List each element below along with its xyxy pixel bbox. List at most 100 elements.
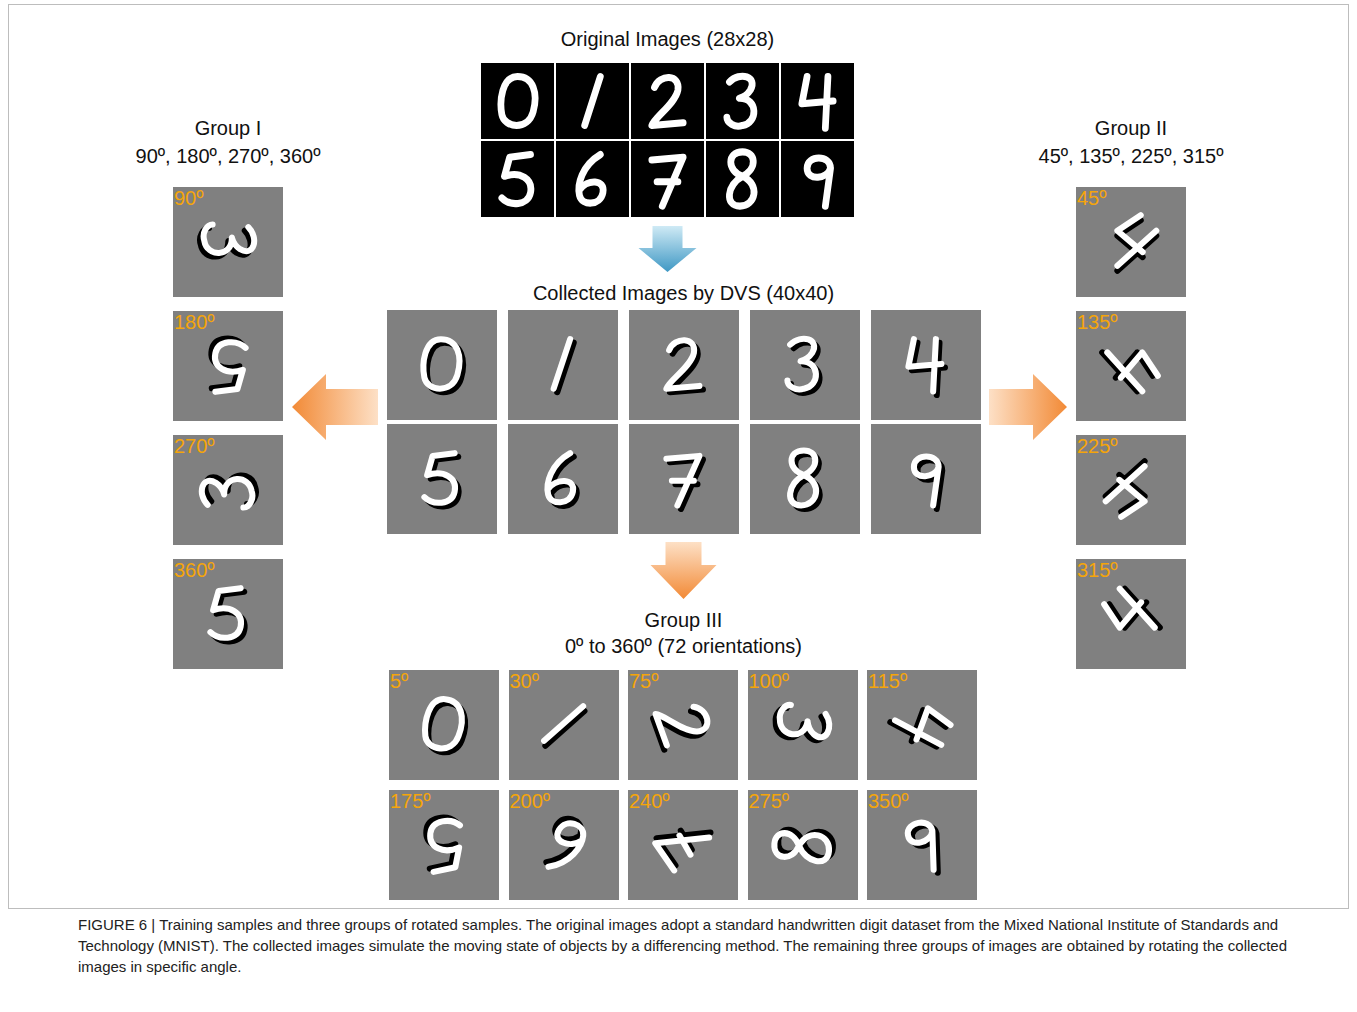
image-panel: Group III0º to 360º (72 orientations) 5º 3… xyxy=(382,603,985,901)
digit-on-edge xyxy=(1102,460,1162,520)
digit-on-edge xyxy=(773,831,830,862)
digit-stroke xyxy=(585,77,601,126)
digit-stroke xyxy=(501,77,535,126)
image-tile: 175º xyxy=(389,790,499,900)
tile-ground xyxy=(387,310,497,420)
heading-text: Collected Images by DVS (40x40) xyxy=(382,280,985,306)
angle-label-box: 360º xyxy=(173,559,283,581)
digit-on-edge xyxy=(790,450,816,505)
digit-image xyxy=(629,310,739,420)
group-heading: Group I90º, 180º, 270º, 360º xyxy=(136,114,321,170)
digit-image xyxy=(556,63,629,139)
angle-label: 5º xyxy=(389,670,408,692)
angle-label: 200º xyxy=(509,790,551,812)
digit-group xyxy=(200,224,254,256)
angle-label-box: 315º xyxy=(1076,559,1186,581)
digit-image xyxy=(387,424,497,534)
tile-ground xyxy=(481,141,554,217)
tile-ground xyxy=(389,790,499,900)
digit-stroke xyxy=(727,76,754,126)
digit-group xyxy=(772,703,831,744)
digit-group xyxy=(652,702,712,751)
digit-group xyxy=(654,814,718,872)
digit-on-edge xyxy=(1101,335,1161,395)
tile-ground xyxy=(748,670,858,780)
digit-stroke xyxy=(652,78,683,126)
tile-ground xyxy=(173,311,283,421)
digit-image xyxy=(781,63,854,139)
digit-off-edge xyxy=(910,824,943,876)
angle-label-box: 225º xyxy=(1076,435,1186,457)
angle-label: 75º xyxy=(628,670,659,692)
image-tile: 240º xyxy=(628,790,738,900)
angle-label-box: 240º xyxy=(628,790,738,812)
digit-image xyxy=(631,141,704,217)
digit-on-edge xyxy=(423,339,459,389)
digit-image xyxy=(871,424,981,534)
heading-text: 90º, 180º, 270º, 360º xyxy=(136,142,321,170)
image-panel: Collected Images by DVS (40x40) xyxy=(382,276,985,538)
digit-group xyxy=(914,457,942,509)
digit-stroke xyxy=(802,77,833,129)
image-tile: 115º xyxy=(867,670,977,780)
group-heading: Collected Images by DVS (40x40) xyxy=(382,280,985,306)
digit-group xyxy=(906,820,943,877)
image-tile: 225º xyxy=(1076,435,1186,545)
digit-on-edge xyxy=(215,342,246,392)
digit-image xyxy=(556,141,629,217)
image-tile: 45º xyxy=(1076,187,1186,297)
digit-group xyxy=(773,828,834,863)
digit-on-edge xyxy=(424,453,455,503)
digit-on-edge xyxy=(666,340,699,388)
tile-ground xyxy=(628,790,738,900)
image-tile: 30º xyxy=(509,670,619,780)
angle-label-box: 45º xyxy=(1076,187,1186,209)
angle-label-box: 175º xyxy=(389,790,499,812)
image-panel: Original Images (28x28) xyxy=(470,22,865,222)
digit-on-edge xyxy=(544,698,583,749)
image-tile: 275º xyxy=(748,790,858,900)
digit-group xyxy=(210,588,244,641)
angle-label: 30º xyxy=(509,670,540,692)
tile-ground xyxy=(508,424,618,534)
digit-group xyxy=(542,698,586,754)
digit-group xyxy=(547,453,576,506)
heading-text: Group III xyxy=(382,607,985,633)
angle-label-box: 115º xyxy=(867,670,977,692)
digit-group xyxy=(425,816,464,872)
digit-image xyxy=(508,310,618,420)
group-heading: Group III0º to 360º (72 orientations) xyxy=(382,607,985,659)
angle-label-box: 90º xyxy=(173,187,283,209)
digit-on-edge xyxy=(429,820,464,872)
tile-ground xyxy=(781,141,854,217)
digit-on-edge xyxy=(545,820,586,875)
image-tile: 135º xyxy=(1076,311,1186,421)
image-tile: 100º xyxy=(748,670,858,780)
digit-group xyxy=(1096,332,1161,397)
digit-image xyxy=(481,63,554,139)
image-tile: 315º xyxy=(1076,559,1186,669)
block-arrow xyxy=(989,374,1067,440)
tile-ground xyxy=(481,63,554,139)
angle-label: 90º xyxy=(173,187,204,209)
digit-image xyxy=(631,63,704,139)
angle-label-box: 350º xyxy=(867,790,977,812)
angle-label-box: 135º xyxy=(1076,311,1186,333)
image-tile: 90º xyxy=(173,187,283,297)
digit-image xyxy=(781,141,854,217)
digit-on-edge xyxy=(554,339,571,389)
tile-ground xyxy=(629,424,739,534)
heading-text: Group II xyxy=(1039,114,1224,142)
image-column: Group II45º, 135º, 225º, 315º45º135º225º… xyxy=(1071,182,1191,675)
digit-group xyxy=(211,339,245,392)
digit-image xyxy=(871,310,981,420)
tile-ground xyxy=(867,790,977,900)
digit-stroke xyxy=(579,155,603,204)
image-tile: 360º xyxy=(173,559,283,669)
digit-group xyxy=(542,815,588,875)
tile-ground xyxy=(1076,559,1186,669)
angle-label-box: 180º xyxy=(173,311,283,333)
digit-group xyxy=(1097,211,1162,276)
angle-label-box: 270º xyxy=(173,435,283,457)
digit-on-edge xyxy=(777,703,832,740)
